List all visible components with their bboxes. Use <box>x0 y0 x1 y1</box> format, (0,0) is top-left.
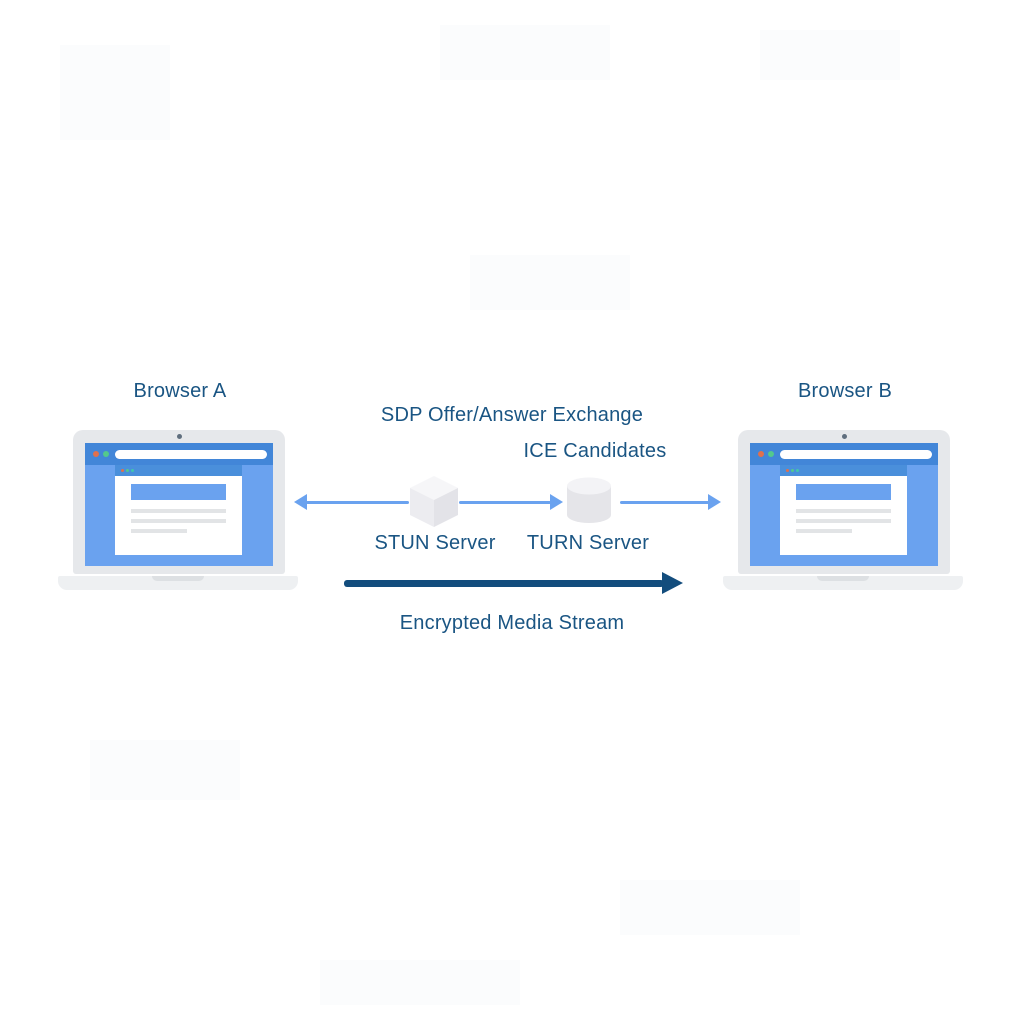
content-line <box>131 519 226 523</box>
laptop-browser-b <box>723 430 963 592</box>
laptop-b-bezel <box>738 430 950 574</box>
media-stream-line <box>344 580 664 587</box>
window-dot-teal <box>796 469 799 472</box>
toolbar-dot-green <box>103 451 109 457</box>
content-line-short <box>131 529 187 533</box>
signal-line-stun-turn <box>459 501 551 504</box>
browser-toolbar <box>750 443 938 465</box>
window-dot-red <box>121 469 124 472</box>
laptop-a-bezel <box>73 430 285 574</box>
ice-candidates-label: ICE Candidates <box>523 440 667 462</box>
laptop-b-screen <box>750 443 938 566</box>
window-dot-green <box>126 469 129 472</box>
background-artifact <box>620 880 800 935</box>
toolbar-dot-red <box>758 451 764 457</box>
browser-toolbar <box>85 443 273 465</box>
background-artifact <box>470 255 630 310</box>
content-line <box>796 509 891 513</box>
content-banner <box>131 484 226 500</box>
turn-cylinder-icon <box>567 477 611 523</box>
media-stream-arrowhead-icon <box>662 572 683 594</box>
laptop-a-screen <box>85 443 273 566</box>
stun-cube-icon <box>410 476 458 527</box>
arrow-right-head-icon <box>550 494 563 510</box>
toolbar-dot-red <box>93 451 99 457</box>
content-line <box>796 519 891 523</box>
laptop-a-notch <box>152 576 204 581</box>
inner-window-titlebar <box>780 465 907 476</box>
background-artifact <box>320 960 520 1005</box>
window-dot-teal <box>131 469 134 472</box>
url-bar <box>115 450 267 459</box>
browser-b-label: Browser B <box>797 380 893 402</box>
url-bar <box>780 450 932 459</box>
inner-browser-window <box>115 465 242 555</box>
laptop-b-base <box>723 576 963 590</box>
laptop-b-notch <box>817 576 869 581</box>
turn-server-label: TURN Server <box>526 532 650 554</box>
content-banner <box>796 484 891 500</box>
laptop-a-base <box>58 576 298 590</box>
sdp-exchange-label: SDP Offer/Answer Exchange <box>380 404 644 426</box>
signal-line-turn-browser-b <box>620 501 709 504</box>
window-dot-red <box>786 469 789 472</box>
encrypted-media-label: Encrypted Media Stream <box>399 612 625 634</box>
stun-server-label: STUN Server <box>374 532 496 554</box>
inner-browser-window <box>780 465 907 555</box>
laptop-browser-a <box>58 430 298 592</box>
webcam-dot <box>176 434 182 439</box>
arrow-right-head-icon <box>708 494 721 510</box>
window-dot-green <box>791 469 794 472</box>
signal-line-browser-a-stun <box>306 501 409 504</box>
toolbar-dot-green <box>768 451 774 457</box>
background-artifact <box>760 30 900 80</box>
arrow-left-head-icon <box>294 494 307 510</box>
inner-window-titlebar <box>115 465 242 476</box>
webcam-dot <box>841 434 847 439</box>
content-line <box>131 509 226 513</box>
content-line-short <box>796 529 852 533</box>
browser-a-label: Browser A <box>133 380 227 402</box>
background-artifact <box>60 45 170 140</box>
background-artifact <box>90 740 240 800</box>
background-artifact <box>440 25 610 80</box>
